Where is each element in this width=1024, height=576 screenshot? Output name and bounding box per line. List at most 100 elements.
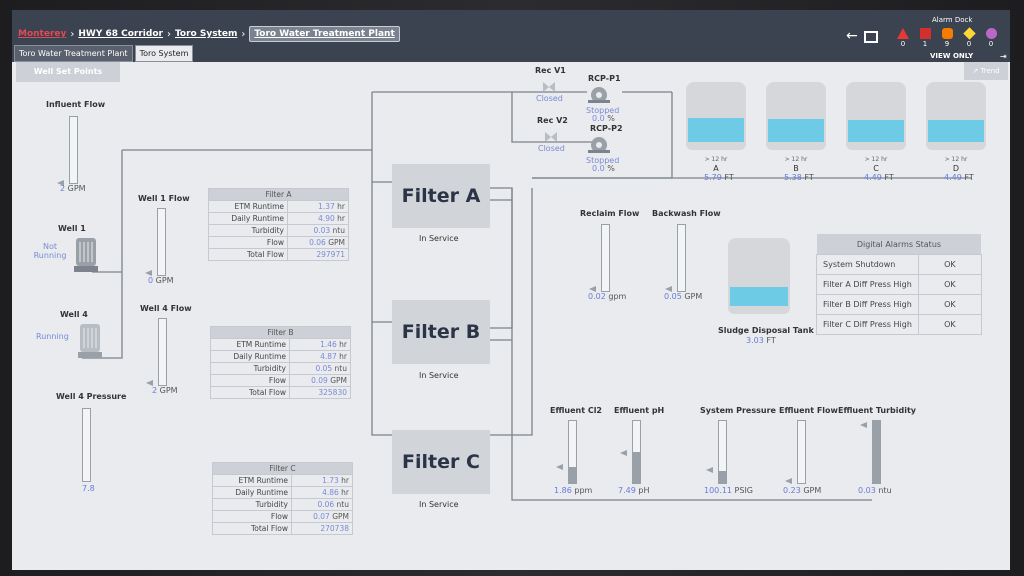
subtab-bar: Toro Water Treatment Plant Toro System <box>14 45 194 62</box>
rec-v1-status: Closed <box>536 94 563 103</box>
sludge-tank-label: Sludge Disposal Tank <box>718 326 814 335</box>
trend-label: Trend <box>980 67 1000 75</box>
alarm-low[interactable]: 0 <box>962 27 976 48</box>
alarm-critical[interactable]: 0 <box>896 28 910 48</box>
rcp-p1-value: 0.0 % <box>592 114 615 123</box>
effluent-label: Effluent Flow <box>779 406 838 415</box>
row-num: 1.37 <box>318 202 335 211</box>
pump-icon[interactable] <box>588 86 610 104</box>
effluent-gauge <box>632 420 641 484</box>
rcp-p1-unit: % <box>607 114 615 123</box>
row-num: 4.90 <box>318 214 335 223</box>
setpoint-arrow-icon <box>57 180 64 186</box>
alarm-high[interactable]: 1 <box>918 28 932 48</box>
sludge-unit: FT <box>766 336 776 345</box>
alarm-state: OK <box>917 274 982 295</box>
tank-water <box>928 120 984 142</box>
backwash-flow-label: Backwash Flow <box>652 209 721 218</box>
pentagon-icon <box>941 28 953 39</box>
alarm-name: Filter C Diff Press High <box>816 314 919 335</box>
sludge-tank[interactable] <box>728 238 790 314</box>
network-icon[interactable] <box>864 31 878 43</box>
row-key: Turbidity <box>208 224 288 237</box>
alarm-state: OK <box>917 314 982 335</box>
alarms-title: Digital Alarms Status <box>816 234 982 255</box>
row-value: 325830 <box>289 386 351 399</box>
breadcrumb-monterey[interactable]: Monterey <box>18 29 67 39</box>
row-num: 4.87 <box>320 352 337 361</box>
tank-unit: FT <box>724 173 734 182</box>
alarm-dock-label[interactable]: Alarm Dock <box>932 16 973 24</box>
alarm-medium[interactable]: 9 <box>940 28 954 48</box>
tank-level-value: 5.38 FT <box>784 173 814 182</box>
row-unit: hr <box>341 476 349 485</box>
exit-icon[interactable]: ⇥ <box>1000 52 1007 61</box>
setpoint-arrow-icon <box>860 422 867 428</box>
square-icon <box>919 28 931 39</box>
well1-status: Not Running <box>33 242 67 260</box>
well4-flow-num: 2 <box>152 386 158 395</box>
clearwell-tank-a[interactable] <box>686 82 746 150</box>
row-value: 4.90 hr <box>287 212 349 225</box>
valve-icon[interactable] <box>544 130 558 144</box>
tank-id: C <box>873 164 879 173</box>
row-value: 0.03 ntu <box>287 224 349 237</box>
row-key: ETM Runtime <box>208 200 288 213</box>
sludge-num: 3.03 <box>746 336 764 345</box>
backwash-unit: GPM <box>684 292 703 301</box>
pump-icon[interactable] <box>588 136 610 154</box>
effluent-num: 0.23 <box>783 486 801 495</box>
well4-status: Running <box>36 332 69 341</box>
effluent-num: 0.03 <box>858 486 876 495</box>
pump-motor-icon[interactable] <box>74 236 98 276</box>
pump-motor-icon[interactable] <box>78 322 102 362</box>
filter-b-block[interactable]: Filter B <box>392 300 490 364</box>
tank-num: 5.38 <box>784 173 802 182</box>
tank-level-value: 5.79 FT <box>704 173 734 182</box>
effluent-unit: pH <box>638 486 650 495</box>
clearwell-tank-c[interactable] <box>846 82 906 150</box>
valve-icon[interactable] <box>542 80 556 94</box>
setpoint-arrow-icon <box>620 450 627 456</box>
row-unit: hr <box>337 214 345 223</box>
clearwell-tank-d[interactable] <box>926 82 986 150</box>
row-unit: hr <box>341 488 349 497</box>
well1-flow-unit: GPM <box>155 276 174 285</box>
well-set-points-button[interactable]: Well Set Points <box>16 62 120 82</box>
well4-flow-label: Well 4 Flow <box>140 304 192 313</box>
well4-pressure-gauge <box>82 408 91 482</box>
rcp-p2-label: RCP-P2 <box>590 124 623 133</box>
back-arrow-icon[interactable]: ← <box>846 28 858 44</box>
clearwell-tank-b[interactable] <box>766 82 826 150</box>
tab-toro-system[interactable]: Toro System <box>134 45 194 62</box>
effluent-label: System Pressure <box>700 406 776 415</box>
filter-a-block[interactable]: Filter A <box>392 164 490 228</box>
alarm-name: Filter A Diff Press High <box>816 274 919 295</box>
chevron-right-icon: › <box>70 28 75 40</box>
tank-unit: FT <box>884 173 894 182</box>
tank-unit: FT <box>964 173 974 182</box>
alarm-info[interactable]: 0 <box>984 28 998 48</box>
tank-num: 4.49 <box>944 173 962 182</box>
breadcrumb-toro-system[interactable]: Toro System <box>174 29 238 39</box>
tank-num: 4.49 <box>864 173 882 182</box>
trend-button[interactable]: ↗ Trend <box>964 62 1008 80</box>
filter-c-block[interactable]: Filter C <box>392 430 490 494</box>
breadcrumb-hwy68[interactable]: HWY 68 Corridor <box>78 29 163 39</box>
well1-flow-label: Well 1 Flow <box>138 194 190 203</box>
tab-toro-wtp[interactable]: Toro Water Treatment Plant <box>14 45 133 62</box>
breadcrumb-toro-wtp[interactable]: Toro Water Treatment Plant <box>249 26 400 42</box>
effluent-num: 7.49 <box>618 486 636 495</box>
